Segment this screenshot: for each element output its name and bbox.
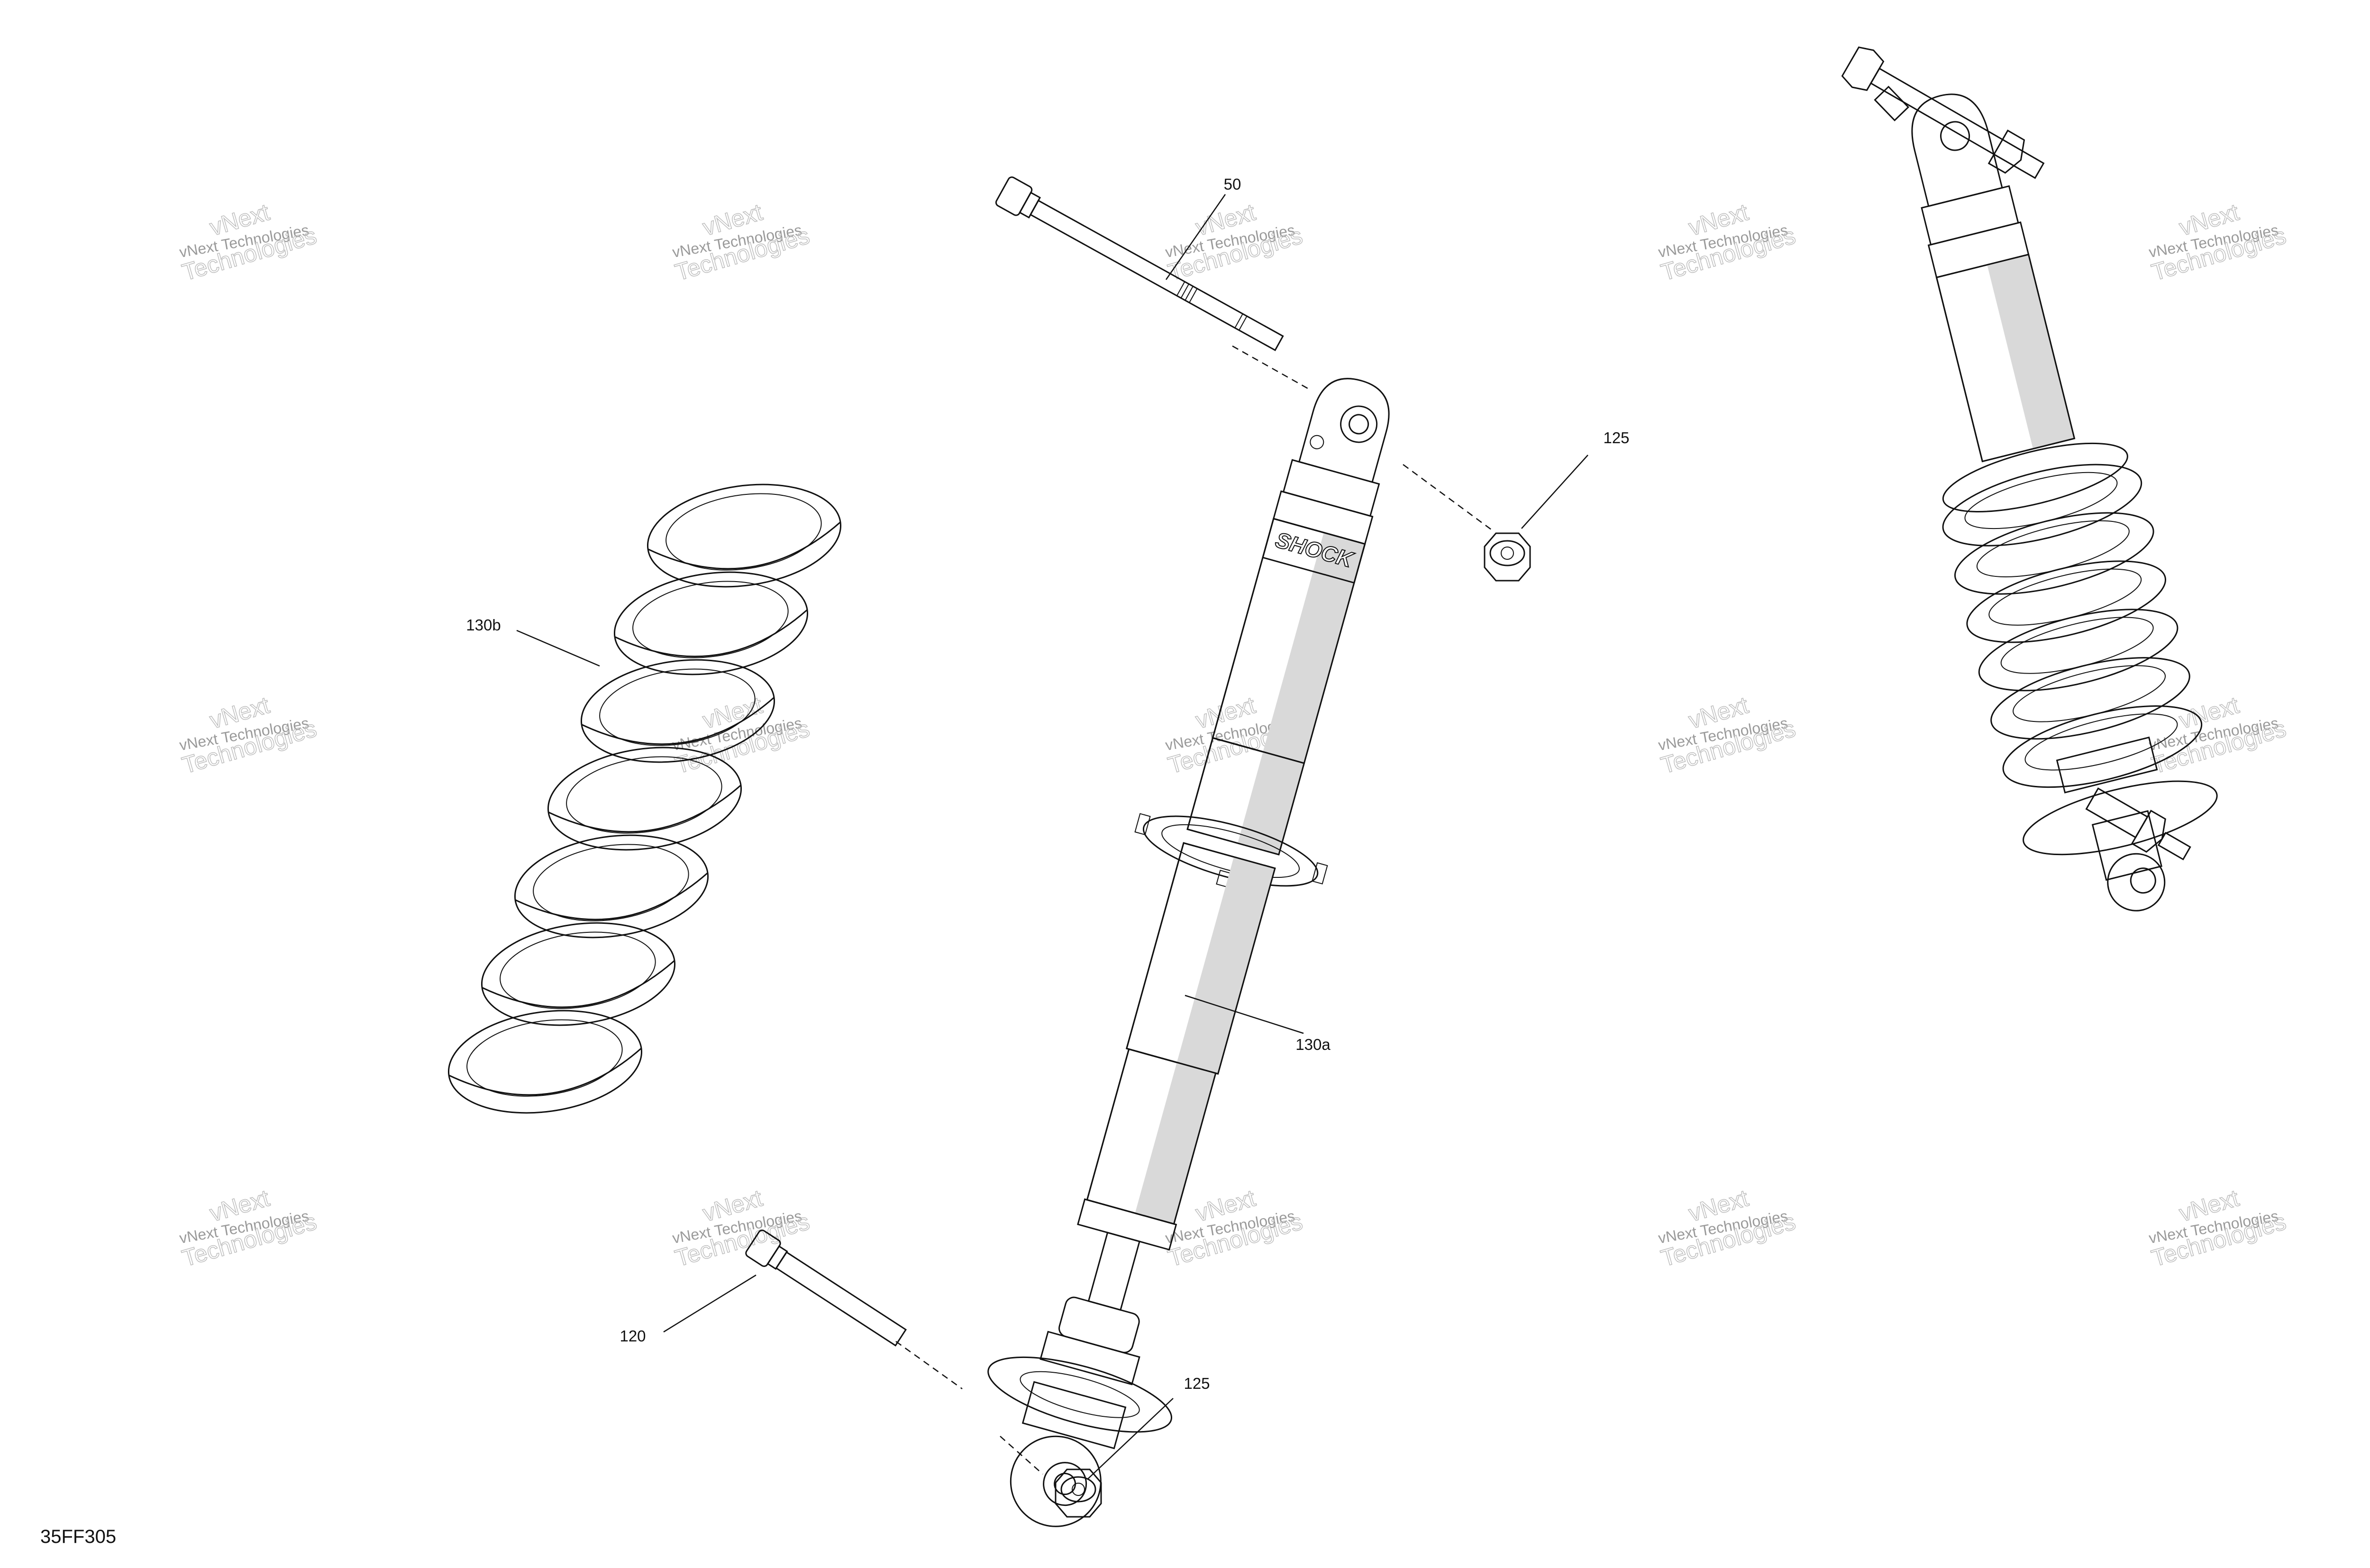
callout-125-bottom: 125 (1184, 1375, 1210, 1392)
assembly-spring-coil (1978, 609, 2179, 692)
callouts: 50 125 130b 130a 120 125 (466, 175, 1630, 1479)
shock-assembly (1841, 46, 2218, 912)
callout-125-top: 125 (1603, 429, 1629, 447)
assembly-spring-coil (1954, 512, 2154, 595)
spring-coil (447, 1010, 643, 1114)
spring-coil (481, 922, 676, 1026)
callout-120: 120 (620, 1327, 646, 1345)
assembly-spring-coil (2002, 705, 2203, 788)
nut-bottom (1055, 1468, 1102, 1518)
callout-50: 50 (1224, 175, 1241, 193)
spring-coil (514, 834, 709, 939)
spring-coil (613, 571, 809, 675)
assembly-spring-coil (1942, 464, 2142, 547)
assembly-spring-coil (1966, 560, 2166, 643)
spring-130b (447, 483, 842, 1114)
bolt-top (995, 176, 1309, 390)
callout-130b: 130b (466, 616, 501, 634)
shock-absorber-130a: SHOCK (987, 378, 1494, 1527)
nut-top (1484, 532, 1531, 582)
callout-130a: 130a (1295, 1036, 1331, 1053)
spring-coil (547, 747, 742, 851)
spring-coil (580, 659, 775, 763)
bolt-bottom (745, 1230, 963, 1390)
spring-coil (647, 483, 842, 588)
diagram-code: 35FF305 (40, 1526, 116, 1547)
